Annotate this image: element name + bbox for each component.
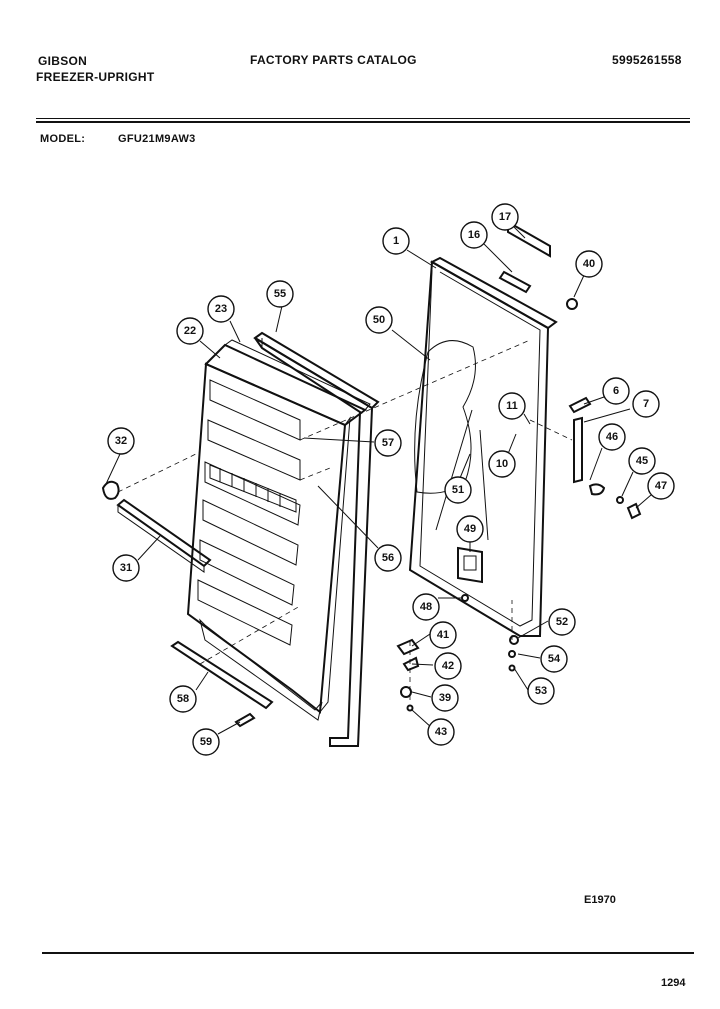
door-liner <box>186 339 371 721</box>
bottom-hinge-parts <box>396 594 519 712</box>
svg-text:16: 16 <box>468 229 480 241</box>
callout-11: 11 <box>498 392 526 420</box>
callout-32: 32 <box>107 427 135 455</box>
svg-text:47: 47 <box>655 480 667 492</box>
svg-text:17: 17 <box>499 211 511 223</box>
leader-lines <box>105 226 652 735</box>
callout-1: 1 <box>382 227 410 255</box>
handle-clip <box>588 483 606 496</box>
svg-text:42: 42 <box>442 660 454 672</box>
callout-47: 47 <box>647 472 675 500</box>
insulation-pad <box>414 340 476 494</box>
door-handle <box>573 416 583 484</box>
svg-text:45: 45 <box>636 455 648 467</box>
hinge-pin <box>566 298 578 310</box>
hinge-screw <box>234 712 256 728</box>
callout-55: 55 <box>266 280 294 308</box>
svg-text:31: 31 <box>120 562 132 574</box>
door-outer-panel <box>253 331 380 747</box>
callout-57: 57 <box>374 429 402 457</box>
header-rule-thin <box>36 118 690 119</box>
svg-text:32: 32 <box>115 435 127 447</box>
product-type: FREEZER-UPRIGHT <box>36 70 155 84</box>
cabinet-panel <box>408 256 558 637</box>
wire-basket <box>209 464 297 513</box>
svg-text:11: 11 <box>506 400 518 412</box>
callout-59: 59 <box>192 728 220 756</box>
handle-screw <box>616 496 624 504</box>
svg-text:23: 23 <box>215 303 227 315</box>
handle-plug <box>626 502 642 520</box>
callout-53: 53 <box>527 677 555 705</box>
svg-text:56: 56 <box>382 552 394 564</box>
handle-bracket <box>568 396 592 414</box>
bottom-trim <box>170 640 274 710</box>
svg-text:22: 22 <box>184 325 196 337</box>
svg-text:59: 59 <box>200 736 212 748</box>
callout-50: 50 <box>365 306 393 334</box>
callout-54: 54 <box>540 645 568 673</box>
callout-16: 16 <box>460 221 488 249</box>
footer-rule <box>42 952 694 954</box>
svg-text:6: 6 <box>613 385 619 397</box>
header-rule-thick <box>36 121 690 123</box>
hinge-plate <box>498 270 532 294</box>
callout-39: 39 <box>431 684 459 712</box>
callout-23: 23 <box>207 295 235 323</box>
model-value: GFU21M9AW3 <box>118 133 196 145</box>
catalog-title: FACTORY PARTS CATALOG <box>250 53 417 67</box>
svg-text:50: 50 <box>373 314 385 326</box>
callout-10: 10 <box>488 450 516 478</box>
svg-text:52: 52 <box>556 616 568 628</box>
callout-49: 49 <box>456 515 484 543</box>
brand-name: GIBSON <box>38 54 88 68</box>
callout-45: 45 <box>628 447 656 475</box>
callout-46: 46 <box>598 423 626 451</box>
mounting-plate <box>457 546 483 584</box>
callout-40: 40 <box>575 250 603 278</box>
page-code: 1294 <box>661 977 686 989</box>
callout-51: 51 <box>444 476 472 504</box>
door-shelf-bar <box>116 498 212 573</box>
callout-56: 56 <box>374 544 402 572</box>
svg-text:58: 58 <box>177 693 189 705</box>
svg-text:48: 48 <box>420 601 432 613</box>
callout-41: 41 <box>429 621 457 649</box>
svg-text:10: 10 <box>496 458 508 470</box>
catalog-part-number: 5995261558 <box>612 53 682 67</box>
svg-text:43: 43 <box>435 726 447 738</box>
svg-text:41: 41 <box>437 629 449 641</box>
svg-text:49: 49 <box>464 523 476 535</box>
callout-6: 6 <box>602 377 630 405</box>
callout-58: 58 <box>169 685 197 713</box>
svg-text:54: 54 <box>548 653 561 665</box>
svg-text:55: 55 <box>274 288 286 300</box>
callout-17: 17 <box>491 203 519 231</box>
callout-22: 22 <box>176 317 204 345</box>
figure-code: E1970 <box>584 894 616 906</box>
callout-52: 52 <box>548 608 576 636</box>
svg-text:40: 40 <box>583 258 595 270</box>
callout-48: 48 <box>412 593 440 621</box>
callout-31: 31 <box>112 554 140 582</box>
model-label: MODEL: <box>40 133 86 145</box>
svg-text:57: 57 <box>382 437 394 449</box>
callout-43: 43 <box>427 718 455 746</box>
callout-42: 42 <box>434 652 462 680</box>
svg-text:51: 51 <box>452 484 464 496</box>
callout-7: 7 <box>632 390 660 418</box>
svg-text:46: 46 <box>606 431 618 443</box>
svg-text:7: 7 <box>643 398 649 410</box>
svg-text:39: 39 <box>439 692 451 704</box>
svg-text:1: 1 <box>393 235 399 247</box>
shelf-bracket <box>101 480 120 500</box>
svg-text:53: 53 <box>535 685 547 697</box>
